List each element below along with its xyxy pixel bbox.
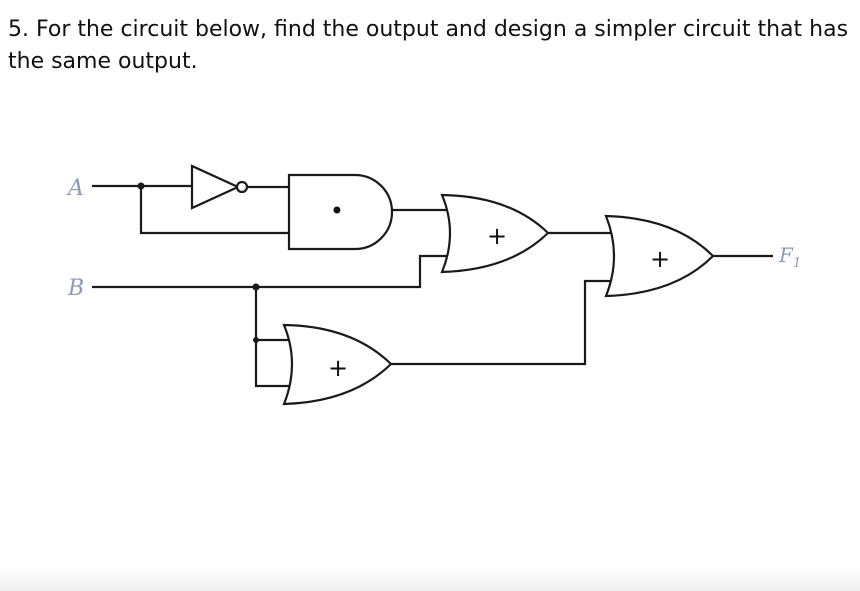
and-gate [287, 173, 394, 251]
output-label: F1 [778, 243, 801, 271]
output-label-letter: F [778, 243, 794, 267]
wire-b-down [254, 287, 290, 388]
wire-or3-to-or2 [391, 279, 613, 366]
not-gate [190, 164, 241, 210]
or-gate-1-symbol: + [487, 222, 507, 250]
wire-a-branch [139, 186, 289, 235]
input-label-b: B [67, 276, 84, 301]
bottom-shadow [0, 569, 860, 591]
or-gate-2-symbol: + [650, 245, 670, 273]
or-gate-2 [604, 214, 715, 298]
or-gate-1 [440, 193, 550, 274]
and-gate-symbol: • [330, 197, 344, 225]
not-gate-bubble [235, 180, 249, 194]
input-label-a: A [66, 176, 84, 201]
output-label-subscript: 1 [793, 256, 801, 271]
or-gate-3 [282, 323, 393, 406]
or-gate-3-symbol: + [328, 354, 348, 382]
wire-b-main [92, 254, 450, 289]
question-text: 5. For the circuit below, find the outpu… [8, 17, 849, 74]
